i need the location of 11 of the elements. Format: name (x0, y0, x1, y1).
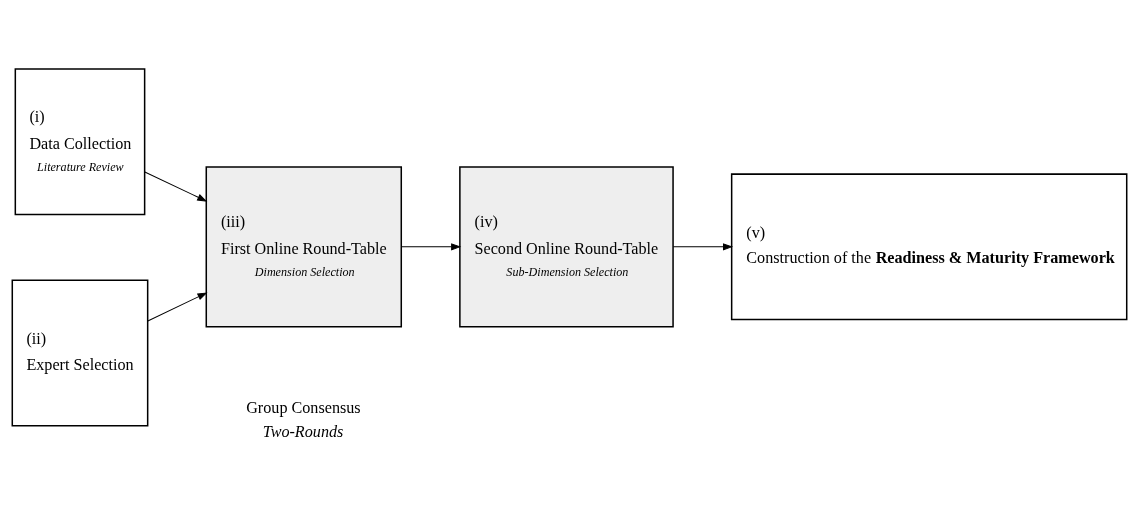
node-box: (i) Data Collection Literature Review (14, 67, 146, 215)
arrow (672, 242, 734, 250)
arrow (144, 171, 208, 202)
node-box: (v) Construction of the Readiness & Maturity Framework (730, 172, 1128, 320)
node-box: (ii) Expert Selection (11, 278, 149, 426)
node-box: (iii) First Online Round-Table Dimension Selection (205, 165, 403, 327)
arrow (147, 291, 208, 321)
label: Two-Rounds (262, 422, 344, 440)
arrow (400, 242, 462, 250)
node-box: (iv) Second Online Round-Table Sub-Dimension Selection (459, 165, 674, 327)
label: Group Consensus (246, 398, 361, 416)
